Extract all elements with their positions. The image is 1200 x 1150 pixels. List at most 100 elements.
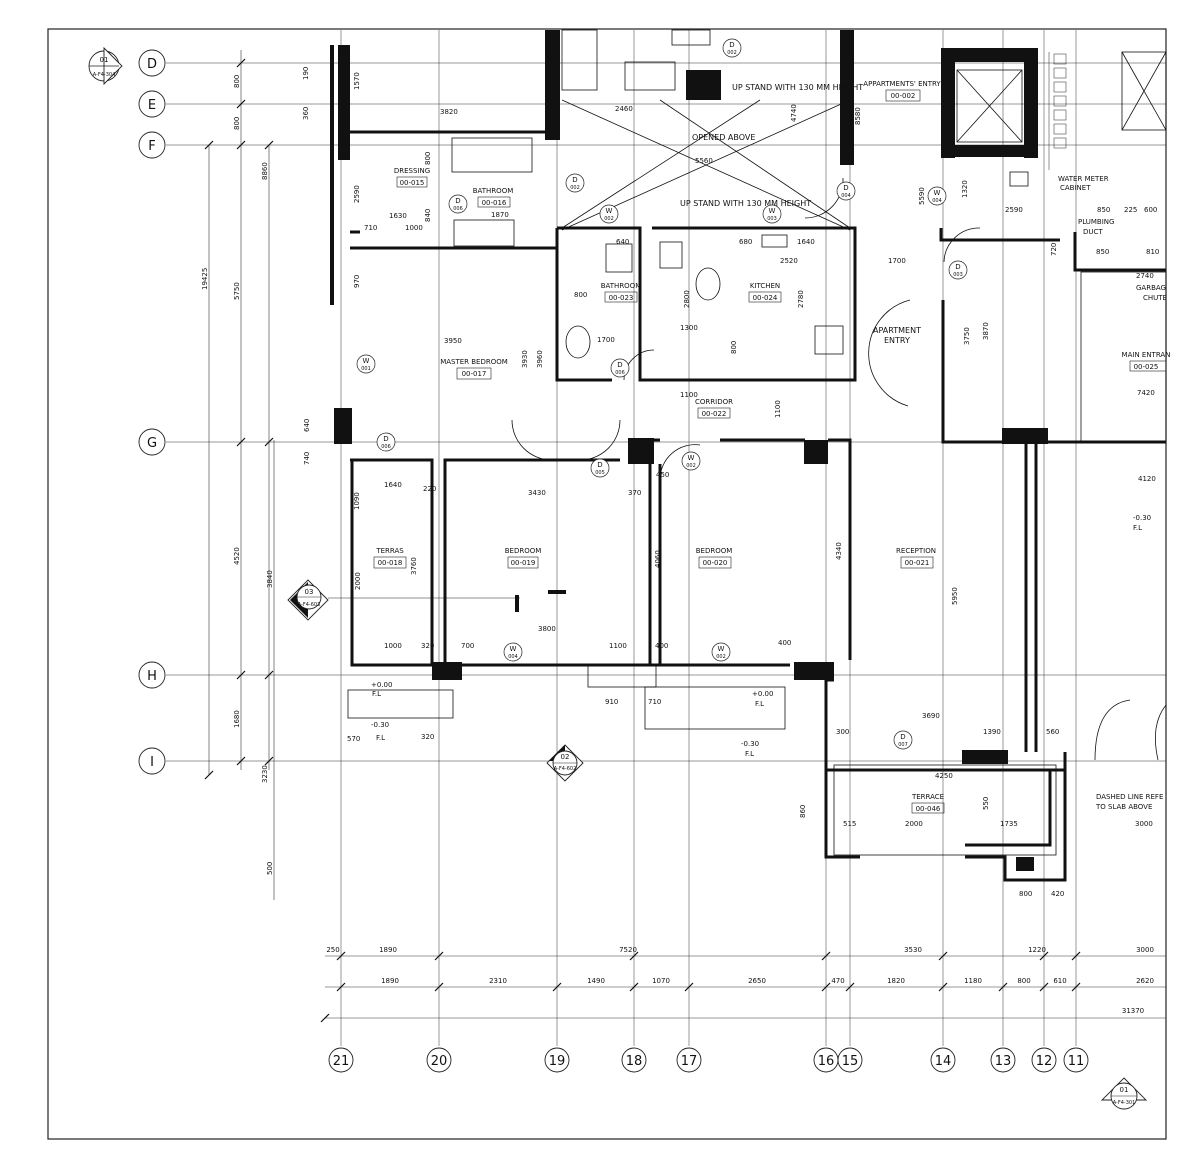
dim-int-800d: 800 [1019,890,1032,898]
level-mid-p0: +0.00 [752,690,773,698]
dim-int-4060: 4060 [654,550,662,568]
window-tag-2-code: 002 [604,216,614,222]
grid-label-col-17: 17 [681,1054,698,1069]
door-tag-6-code: 006 [453,206,463,212]
door-tag-2-code: 002 [570,185,580,191]
dim-int-720: 720 [1050,243,1058,256]
door-tag-7-code: 006 [615,370,625,376]
door-tag-8: D [383,435,388,443]
grid-label-col-11: 11 [1068,1054,1085,1069]
room-main-entrance-code: 00-025 [1134,363,1159,371]
dim-int-400a: 400 [655,642,668,650]
grid-bubble-row-f [138,131,166,159]
dim-int-800b: 800 [574,291,587,299]
dim-int-810: 810 [1146,248,1159,256]
dim-int-600: 600 [1144,206,1157,214]
dim-left-5750: 5750 [233,282,241,300]
grid-label-col-19: 19 [549,1054,566,1069]
window-tag-4-code: 004 [508,654,518,660]
dim-int-7420: 7420 [1137,389,1155,397]
note-plumb-1: PLUMBING [1078,218,1114,226]
dim-int-840: 840 [424,209,432,222]
dim-int-1320: 1320 [961,180,969,198]
note-plumb-2: DUCT [1083,228,1103,236]
bottom-dimensions: 250 1890 7520 3530 1220 3000 1890 2310 1… [326,946,1154,1015]
door-tag-7: D [617,361,622,369]
dim-bottom-1180: 1180 [964,977,982,985]
section-marker-bottom-right[interactable]: 01 A-F4-301 [1100,1077,1148,1110]
section-marker-left[interactable]: 03 A-F4-603 [287,579,520,621]
window-tag-6: W [934,189,941,197]
dim-int-2000b: 2000 [905,820,923,828]
level-right-m030: -0.30 [1133,514,1151,522]
dim-int-5590: 5590 [918,187,926,205]
window-tag-5-code: 002 [716,654,726,660]
dim-bottom-1220: 1220 [1028,946,1046,954]
section-mid-num: 02 [561,753,570,761]
room-terras-name: TERRAS [375,547,404,555]
window-tags [356,186,947,662]
note-apt-entry-1: APARTMENT [873,326,921,335]
note-opened-above: OPENED ABOVE [692,133,755,142]
door-tag-5: D [597,461,602,469]
dim-bottom-1820: 1820 [887,977,905,985]
room-bedroom2-name: BEDROOM [696,547,733,555]
room-reception-code: 00-021 [905,559,930,567]
door-tag-4-code: 004 [841,193,851,199]
grid-bubble-col-21 [328,1047,354,1073]
grid-bubble-col-18 [621,1047,647,1073]
dim-bottom-7520: 7520 [619,946,637,954]
room-bedroom1-name: BEDROOM [505,547,542,555]
dim-left-800a: 800 [233,75,241,88]
room-dressing-code: 00-015 [400,179,425,187]
dim-bottom-3000: 3000 [1136,946,1154,954]
dim-int-400b: 400 [778,639,791,647]
window-tag-6-code: 004 [932,198,942,204]
grid-label-col-16: 16 [818,1054,835,1069]
note-dashed-1: DASHED LINE REFE [1096,793,1163,801]
grid-label-col-21: 21 [333,1054,350,1069]
dim-int-2520: 2520 [780,257,798,265]
dim-bottom-2650: 2650 [748,977,766,985]
level-marks: +0.00 F.L -0.30 F.L +0.00 F.L -0.30 F.L … [371,514,1151,758]
grid-label-col-13: 13 [995,1054,1012,1069]
door-tag-8-code: 006 [381,444,391,450]
dim-int-740: 740 [303,452,311,465]
dim-bottom-1490: 1490 [587,977,605,985]
dim-int-360: 360 [302,107,310,120]
section-marker-top-left[interactable]: 01 A-F4-304 [88,46,123,86]
grid-label-row-h: H [147,669,157,684]
left-dimensions: 800 800 8860 5750 4520 1680 3230 19425 3… [201,75,274,875]
window-tag-labels: W 001 W 002 W 003 W 004 W 002 W 004 W 00… [361,189,942,660]
dim-int-1700b: 1700 [888,257,906,265]
dim-int-3760: 3760 [410,557,418,575]
window-tag-2: W [606,207,613,215]
dim-int-2800: 2800 [683,290,691,308]
note-upstand-mid: UP STAND WITH 130 MM HEIGHT [680,199,811,208]
dim-int-2780: 2780 [797,290,805,308]
dim-int-640b: 640 [303,419,311,432]
dim-bottom-1890a: 1890 [379,946,397,954]
dim-int-515: 515 [843,820,856,828]
dim-int-3930: 3930 [521,350,529,368]
dim-int-3870: 3870 [982,322,990,340]
dim-int-450: 450 [656,471,669,479]
dim-bottom-total: 31370 [1122,1007,1144,1015]
dim-left-4520: 4520 [233,547,241,565]
dim-int-700: 700 [461,642,474,650]
dim-int-1700a: 1700 [597,336,615,344]
grid-bubble-row-e [138,90,166,118]
dim-int-1000b: 1000 [384,642,402,650]
grid-bubble-col-15 [837,1047,863,1073]
note-water-2: CABINET [1060,184,1091,192]
dim-int-2590: 2590 [353,185,361,203]
dim-int-3750: 3750 [963,327,971,345]
dim-int-1090: 1090 [353,492,361,510]
interior-dimensions: 3820 2460 5560 4740 8580 1570 190 360 25… [302,67,1159,898]
dim-left-19425: 19425 [201,268,209,290]
section-marker-mid[interactable]: 02 A-F4-602 [546,744,584,782]
grid-bubble-col-17 [676,1047,702,1073]
door-tag-9-code: 007 [898,742,908,748]
door-tag-5-code: 005 [595,470,605,476]
door-tag-3: D [955,263,960,271]
